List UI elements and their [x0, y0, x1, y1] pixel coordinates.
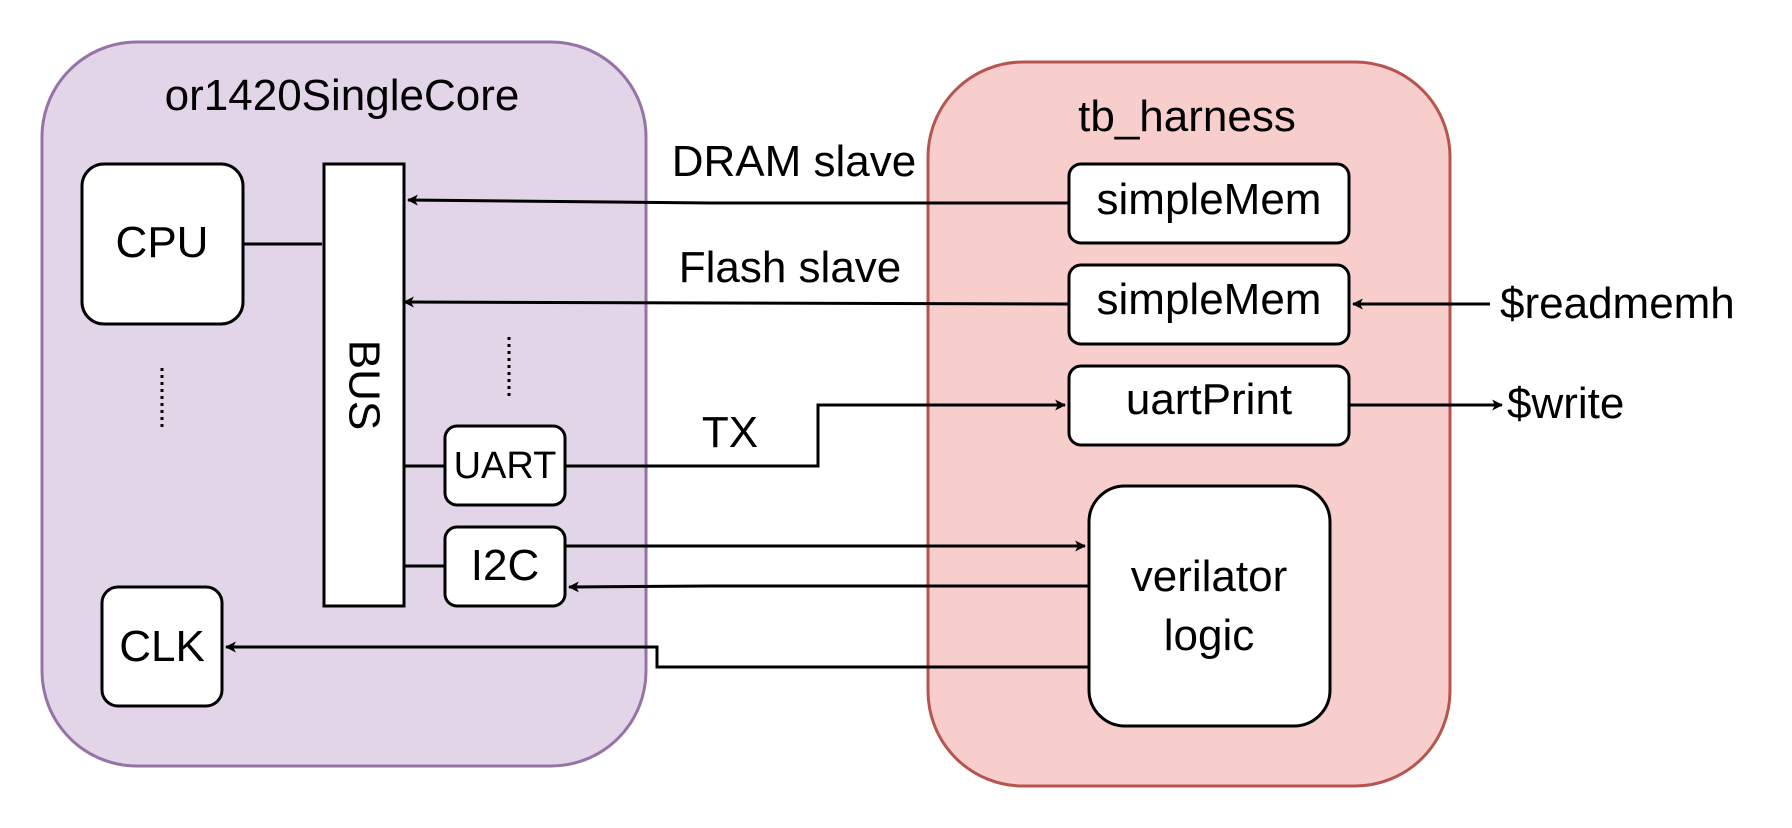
- uart-label: UART: [454, 445, 557, 487]
- flash-slave-label: Flash slave: [679, 243, 902, 292]
- clk-arrow: [224, 641, 1089, 669]
- uartprint-label: uartPrint: [1126, 375, 1292, 424]
- readmemh-label: $readmemh: [1500, 279, 1735, 328]
- tx-arrow: [565, 399, 1067, 468]
- or1420-title: or1420SingleCore: [165, 71, 520, 120]
- simplemem-flash-label: simpleMem: [1097, 275, 1322, 324]
- bus-box: [322, 162, 406, 608]
- verilator-logic-box: [1087, 484, 1332, 728]
- i2c-label: I2C: [471, 541, 539, 590]
- dram-slave-label: DRAM slave: [672, 137, 917, 186]
- bus-label: BUS: [340, 340, 389, 430]
- tb-harness-title: tb_harness: [1078, 92, 1296, 141]
- cpu-label: CPU: [116, 218, 209, 267]
- clk-label: CLK: [119, 622, 205, 671]
- verilator-label-line2: logic: [1164, 611, 1255, 660]
- clk-box: [100, 585, 224, 708]
- simplemem-flash-box: [1067, 263, 1351, 346]
- i2c-in-arrow: [567, 581, 1089, 593]
- dram-slave-arrow: [406, 194, 1069, 206]
- verilator-label-line1: verilator: [1131, 552, 1288, 601]
- write-label: $write: [1507, 379, 1624, 428]
- flash-slave-arrow: [402, 296, 1070, 308]
- tx-label: TX: [702, 408, 758, 457]
- simplemem-dram-label: simpleMem: [1097, 175, 1322, 224]
